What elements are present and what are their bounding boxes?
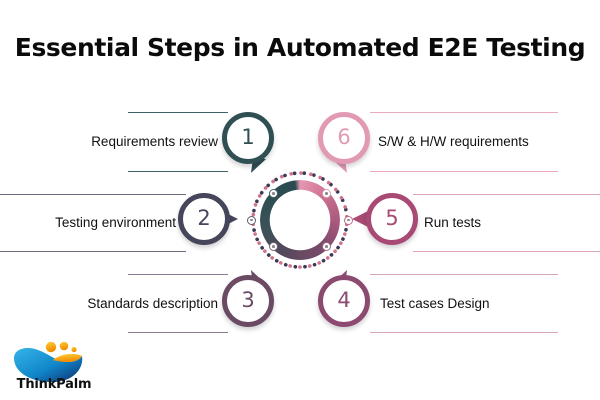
- step-label-3: Standards description: [87, 296, 218, 311]
- rule-step3-bottom: [128, 332, 228, 333]
- brand-name: ThinkPalm: [16, 377, 92, 392]
- step-circle-4[interactable]: 4: [318, 275, 370, 327]
- step-number-3: 3: [241, 287, 255, 312]
- rule-step6-top: [370, 112, 558, 113]
- step-label-2: Testing environment: [55, 215, 176, 230]
- rule-step5-top: [413, 194, 600, 195]
- rule-step4-top: [370, 274, 558, 275]
- orbit-node-5: [344, 215, 353, 225]
- step-circle-1[interactable]: 1: [222, 112, 274, 164]
- orbit-node-2: [247, 215, 256, 225]
- rule-step4-bottom: [370, 332, 558, 333]
- step-number-4: 4: [337, 287, 351, 312]
- step-circle-2[interactable]: 2: [178, 193, 230, 245]
- rule-step2-top: [0, 194, 186, 195]
- orbit-node-6: [322, 189, 331, 198]
- page-title: Essential Steps in Automated E2E Testing: [14, 33, 586, 62]
- step-circle-5[interactable]: 5: [366, 193, 418, 245]
- orbit-node-3: [269, 242, 278, 251]
- step-label-1: Requirements review: [91, 134, 218, 149]
- rule-step5-bottom: [413, 251, 600, 252]
- orbit-node-4: [322, 242, 331, 251]
- thinkpalm-wave-logo-icon: [14, 341, 83, 383]
- step-circle-3[interactable]: 3: [222, 275, 274, 327]
- center-hub: [247, 169, 353, 271]
- step-number-5: 5: [385, 205, 399, 230]
- rule-step2-bottom: [0, 251, 186, 252]
- rule-step1-top: [128, 112, 228, 113]
- step-label-4: Test cases Design: [380, 296, 490, 311]
- rule-step6-bottom: [370, 171, 558, 172]
- rule-step1-bottom: [128, 171, 228, 172]
- step-circle-6[interactable]: 6: [318, 112, 370, 164]
- step-number-6: 6: [337, 124, 351, 149]
- rule-step3-top: [128, 274, 228, 275]
- step-label-5: Run tests: [424, 215, 482, 230]
- orbit-node-1: [269, 189, 278, 198]
- tail-step5: [352, 211, 368, 227]
- step-label-6: S/W & H/W requirements: [378, 134, 529, 149]
- step-number-2: 2: [197, 205, 211, 230]
- step-number-1: 1: [241, 124, 255, 149]
